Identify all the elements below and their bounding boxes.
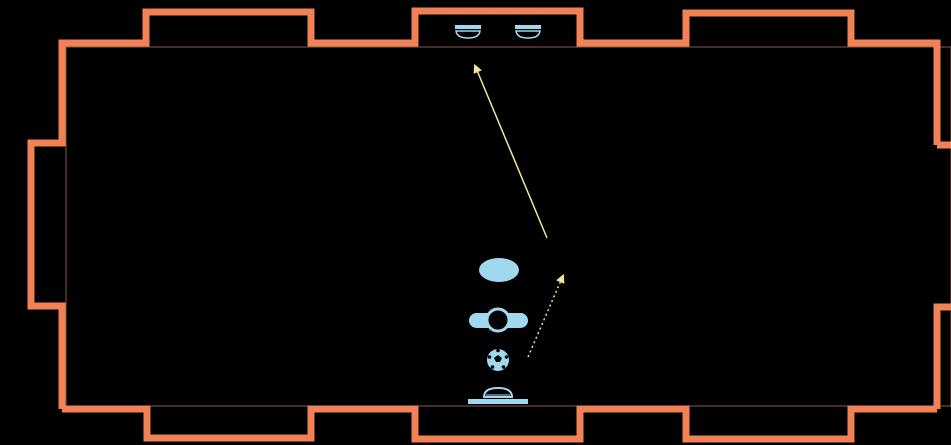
- goal-cup-icon: [455, 25, 481, 38]
- soccer-ball-icon[interactable]: [487, 349, 509, 371]
- oval-blocker-icon[interactable]: [479, 258, 519, 282]
- field-border-bottom: [62, 409, 937, 439]
- field-inner-edge: [66, 47, 951, 406]
- striker-ring-icon[interactable]: [469, 309, 528, 331]
- goal-cup-icon: [515, 25, 541, 38]
- trajectory-arrow: [528, 278, 562, 357]
- aim-arrow: [476, 68, 547, 238]
- field-border-right: [937, 145, 951, 409]
- launcher-dome-icon[interactable]: [468, 388, 528, 404]
- field-border-left: [31, 110, 62, 409]
